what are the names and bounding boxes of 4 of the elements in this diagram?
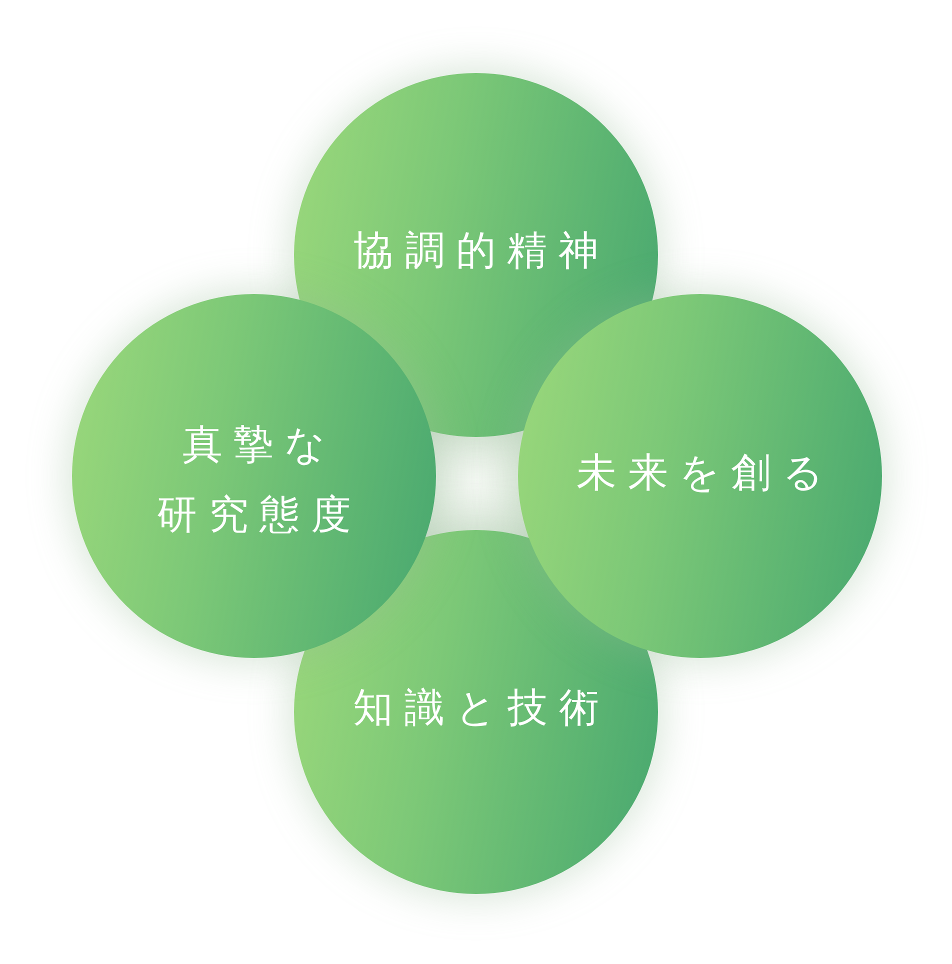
circle-label: 知識と技術 — [352, 684, 610, 733]
circle-label: 協調的精神 — [352, 227, 610, 276]
circle-label: 真摯な研究態度 — [156, 421, 362, 540]
circle-label: 未来を創る — [576, 449, 835, 498]
